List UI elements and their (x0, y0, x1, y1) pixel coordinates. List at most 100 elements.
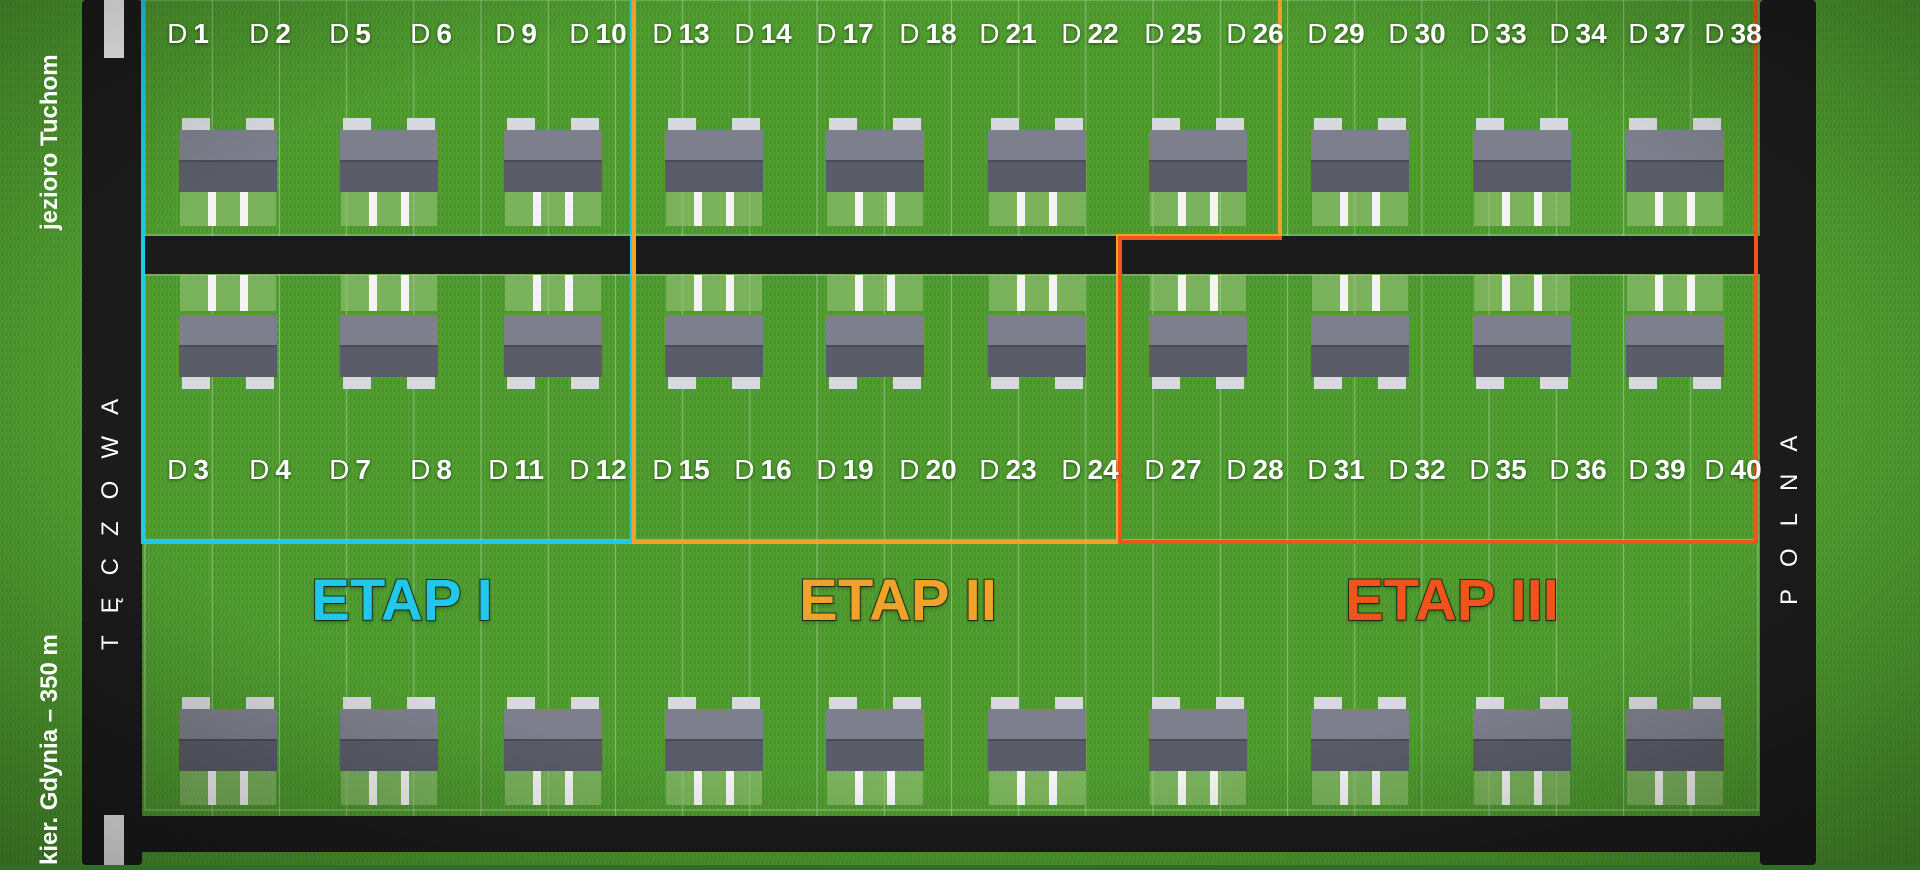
plot-prefix: D (652, 18, 673, 49)
plot-number: 35 (1495, 454, 1527, 485)
plot-number: 3 (193, 454, 209, 485)
plot-number: 15 (678, 454, 710, 485)
plot-prefix: D (1628, 18, 1649, 49)
direction-lake-label: jezioro Tuchom (36, 54, 63, 230)
plot-prefix: D (1549, 454, 1570, 485)
plot-number: 9 (521, 18, 537, 49)
plot-number: 27 (1170, 454, 1202, 485)
plot-number: 17 (842, 18, 874, 49)
plot-number: 30 (1414, 18, 1446, 49)
plot-number: 5 (355, 18, 371, 49)
plot-prefix: D (1469, 18, 1490, 49)
plot-number: 25 (1170, 18, 1202, 49)
stage-label-2: ETAP II (798, 568, 998, 633)
plot-number: 28 (1252, 454, 1284, 485)
plot-prefix: D (410, 454, 431, 485)
plot-number: 23 (1005, 454, 1037, 485)
plot-number: 16 (760, 454, 792, 485)
plot-prefix: D (249, 454, 270, 485)
plot-number: 7 (355, 454, 371, 485)
plot-prefix: D (1144, 454, 1165, 485)
plot-prefix: D (1226, 454, 1247, 485)
plot-prefix: D (167, 454, 188, 485)
plot-prefix: D (488, 454, 509, 485)
street-label-polna: POLNA (1776, 413, 1803, 605)
plot-prefix: D (1144, 18, 1165, 49)
plot-prefix: D (1307, 454, 1328, 485)
plot-number: 24 (1087, 454, 1119, 485)
stage-label-1: ETAP I (310, 568, 494, 633)
plot-number: 12 (595, 454, 627, 485)
plot-number: 33 (1495, 18, 1527, 49)
plot-prefix: D (899, 18, 920, 49)
plot-prefix: D (1704, 18, 1725, 49)
plot-number: 20 (925, 454, 957, 485)
plot-prefix: D (652, 454, 673, 485)
plot-number: 4 (275, 454, 291, 485)
plot-number: 36 (1575, 454, 1607, 485)
plot-prefix: D (1388, 454, 1409, 485)
plot-prefix: D (569, 18, 590, 49)
plot-prefix: D (569, 454, 590, 485)
plot-number: 13 (678, 18, 710, 49)
plot-number: 14 (760, 18, 792, 49)
street-label-teczowa: TĘCZOWA (97, 376, 124, 650)
plot-prefix: D (1307, 18, 1328, 49)
plot-prefix: D (1704, 454, 1725, 485)
plot-number: 32 (1414, 454, 1446, 485)
plot-number: 19 (842, 454, 874, 485)
plot-number: 6 (436, 18, 452, 49)
plot-number: 8 (436, 454, 452, 485)
plot-number: 29 (1333, 18, 1365, 49)
plot-number: 1 (193, 18, 209, 49)
plot-prefix: D (1549, 18, 1570, 49)
plot-prefix: D (1628, 454, 1649, 485)
plot-number: 37 (1654, 18, 1686, 49)
plot-prefix: D (249, 18, 270, 49)
plot-prefix: D (816, 454, 837, 485)
plot-number: 40 (1730, 454, 1762, 485)
plot-prefix: D (1226, 18, 1247, 49)
plot-prefix: D (1388, 18, 1409, 49)
plot-prefix: D (1469, 454, 1490, 485)
plot-number: 21 (1005, 18, 1037, 49)
plot-number: 39 (1654, 454, 1686, 485)
plot-prefix: D (734, 454, 755, 485)
plot-number: 26 (1252, 18, 1284, 49)
plot-prefix: D (979, 454, 1000, 485)
plot-prefix: D (979, 18, 1000, 49)
